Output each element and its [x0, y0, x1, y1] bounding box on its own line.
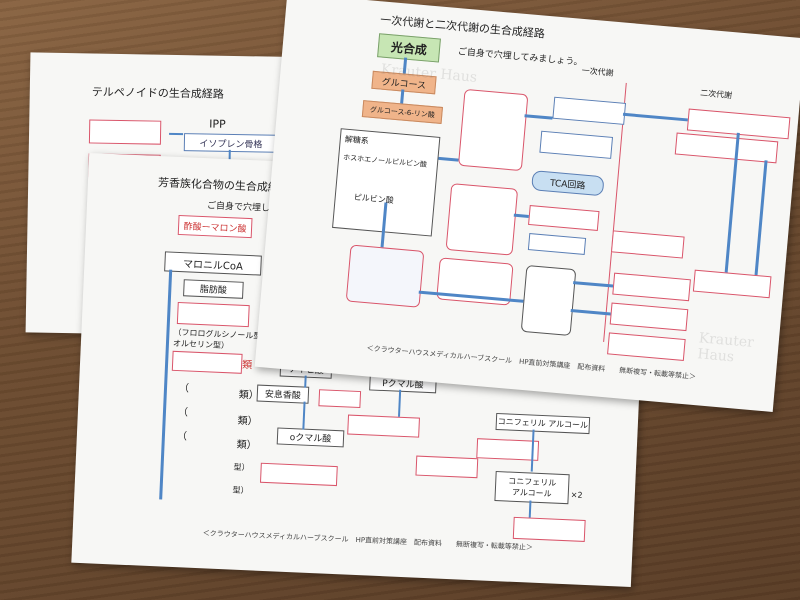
watermark: Krauter Haus — [696, 330, 755, 366]
kata-label: 型） — [233, 462, 250, 473]
blank-box — [512, 516, 586, 542]
blank-box — [347, 414, 420, 438]
arrow-line — [754, 160, 768, 276]
blank-box — [345, 244, 425, 308]
blank-box — [527, 233, 587, 255]
kata-label: 型） — [232, 485, 249, 496]
blank-box — [609, 302, 689, 332]
glycolysis-label: 解糖系 — [344, 134, 370, 146]
arrow-line — [302, 401, 306, 430]
blank-box — [528, 204, 600, 232]
acetate-box: 酢酸ーマロン酸 — [177, 214, 253, 239]
primary-label: 一次代謝 — [581, 66, 614, 78]
times-two-label: ×2 — [570, 490, 583, 500]
isoprene-box: イソプレン骨格 — [183, 133, 279, 153]
orsellin-label: オルセリン型） — [172, 338, 230, 351]
tca-box: TCA回路 — [531, 170, 605, 197]
primary-subtitle: ご自身で穴埋してみましょう。 — [457, 47, 583, 69]
rui-label: 類 — [241, 359, 253, 372]
arrow-line — [169, 132, 184, 136]
blank-box — [610, 230, 685, 259]
blank-box — [88, 119, 162, 145]
main-trunk-line — [159, 269, 173, 500]
blank-box — [445, 183, 519, 256]
paren-label: （ — [177, 407, 189, 419]
secondary-label: 二次代謝 — [699, 88, 733, 101]
blank-box — [607, 332, 686, 362]
photosynthesis-box: 光合成 — [377, 33, 441, 63]
rui-label: 類） — [236, 439, 257, 452]
ipp-label: IPP — [209, 117, 226, 131]
blank-box — [539, 130, 614, 159]
rui-label: 類） — [237, 415, 258, 428]
g6p-box: グルコース-6-リン酸 — [361, 100, 443, 124]
blank-box — [552, 96, 627, 125]
blank-box — [318, 389, 362, 409]
acetate-label: 酢酸ーマロン酸 — [183, 221, 247, 235]
blank-box — [520, 264, 577, 337]
paren-label: （ — [178, 383, 190, 395]
ocoumaric-box: oクマル酸 — [276, 427, 345, 448]
blank-box — [476, 438, 540, 461]
blank-box — [171, 350, 243, 374]
primary-secondary-sheet: 一次代謝と二次代謝の生合成経路 ご自身で穴埋してみましょう。 一次代謝 二次代謝… — [254, 0, 800, 412]
paren-label: （ — [176, 431, 188, 443]
blank-box — [457, 88, 529, 172]
benzoic-box: 安息香酸 — [256, 384, 310, 404]
blank-box — [674, 132, 779, 164]
glycolysis-box: 解糖系 ホスホエノールピルビン酸 ピルビン酸 — [332, 128, 441, 237]
blank-box — [176, 301, 250, 328]
arrow-line — [570, 308, 611, 316]
arrow-line — [622, 112, 688, 122]
malonyl-box: マロニルCoA — [164, 251, 262, 276]
blank-box — [415, 455, 479, 479]
coniferyl-alcohol-box: コニフェリル アルコール — [494, 471, 570, 505]
arrow-line — [513, 213, 529, 218]
coniferyl-acid-box: コニフェリル アルコール — [495, 412, 591, 435]
arrow-line — [528, 500, 532, 518]
arrow-line — [438, 156, 459, 162]
pyruvate-label: ピルビン酸 — [353, 192, 395, 206]
aromatic-footer: ＜クラウターハウスメディカルハーブスクール HP直前対策講座 配布資料 無断複写… — [202, 529, 534, 552]
arrow-line — [400, 89, 405, 104]
arrow-line — [524, 114, 553, 120]
arrow-line — [573, 281, 614, 288]
blank-box — [259, 462, 338, 487]
pep-label: ホスホエノールピルビン酸 — [342, 153, 428, 169]
blank-box — [612, 272, 691, 302]
coniferyl-alcohol-line2: アルコール — [511, 487, 552, 499]
fatty-box: 脂肪酸 — [183, 279, 244, 299]
terpenoid-title: テルペノイドの生合成経路 — [91, 85, 224, 101]
arrow-line — [397, 389, 402, 417]
blank-box — [692, 269, 772, 299]
